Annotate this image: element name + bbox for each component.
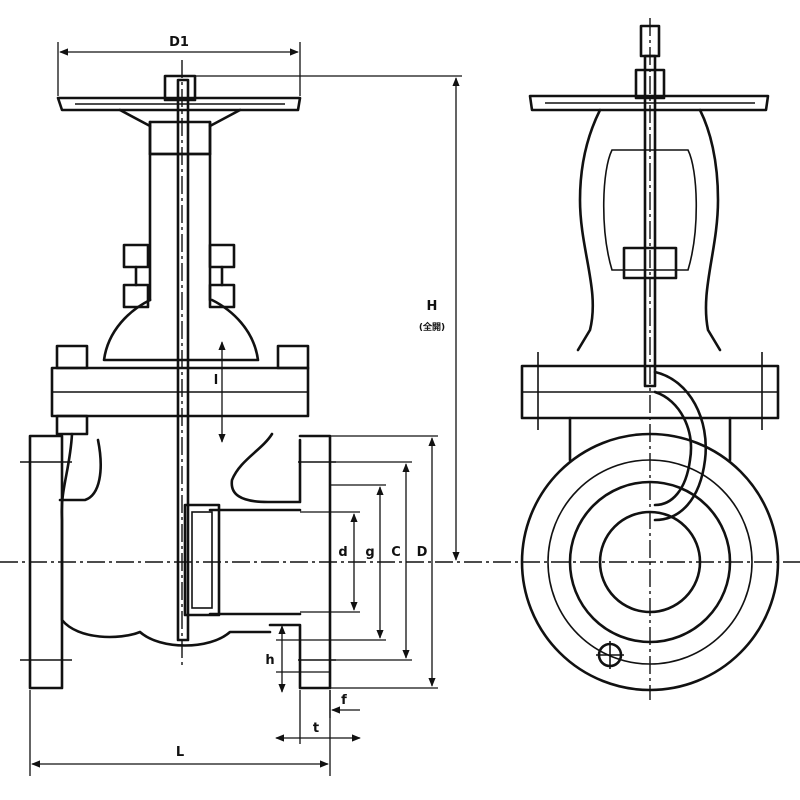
side-bolt-circle [547,459,753,665]
dim-L: L [29,690,331,776]
dim-h: h [265,625,330,693]
label-l: l [214,373,218,388]
label-t: t [313,721,319,736]
label-C: C [391,545,401,560]
side-bore [598,510,702,614]
label-L: L [176,745,184,760]
front-left-flange [20,434,72,690]
label-f: f [341,693,347,708]
front-view: D1 H (全開) l d g C [0,35,800,776]
label-d: d [338,545,347,560]
side-bore-outer [568,480,732,644]
front-handwheel [56,74,302,128]
label-H: H [427,299,438,314]
side-bolt-hole [596,641,624,669]
dim-D1: D1 [57,35,301,96]
side-stem [643,54,657,388]
side-bonnet [576,108,722,352]
label-h: h [265,653,274,668]
front-gate [183,503,221,617]
side-gate-section [653,370,708,522]
side-handwheel [528,68,770,112]
dim-l: l [214,341,226,443]
label-D: D [417,545,428,560]
label-H-open: (全開) [419,321,445,333]
side-flange [520,352,780,430]
dim-diameters: d g C D [300,435,438,689]
front-bonnet [102,298,260,362]
side-body-neck [568,416,732,462]
side-view [520,18,780,700]
front-right-flange [208,434,336,690]
side-yoke-inner [602,149,698,271]
label-g: g [365,545,374,560]
dim-H: H (全開) [195,75,462,561]
dim-t: t [275,718,361,744]
label-D1: D1 [169,35,189,50]
side-flange-outer [520,432,780,692]
front-gland-bolts [122,243,236,309]
side-packing [622,246,678,280]
front-yoke [148,120,212,302]
front-valve-body [58,432,302,647]
